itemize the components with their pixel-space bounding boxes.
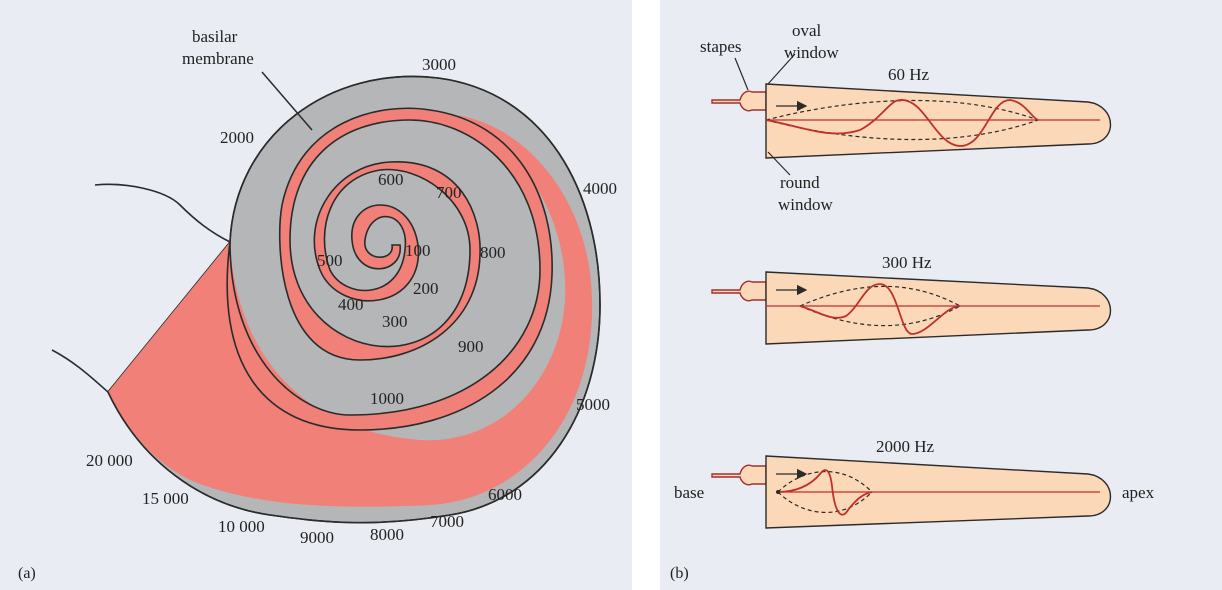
nerve-upper-line: [94, 183, 231, 243]
stapes-pointer: [734, 57, 749, 91]
freq-label-300: 300: [382, 312, 408, 331]
freq-label-600: 600: [378, 170, 404, 189]
wave-1: [765, 99, 1039, 147]
tube-2000hz: [711, 455, 1112, 529]
freq-label-9000: 9000: [300, 528, 334, 547]
tube-body-1: [765, 83, 1112, 159]
freq-label-900: 900: [458, 337, 484, 356]
spiral-outline-outer: [107, 75, 601, 524]
cochlea-spiral-diagram: basilar membrane 100 200 300 400 500 600…: [18, 27, 617, 582]
panel-b-label: (b): [670, 565, 689, 582]
tube-60hz: [711, 83, 1112, 159]
tube-frequency-label-300hz: 300 Hz: [882, 253, 932, 272]
freq-label-20000: 20 000: [86, 451, 133, 470]
freq-label-400: 400: [338, 295, 364, 314]
freq-label-8000: 8000: [370, 525, 404, 544]
freq-label-15000: 15 000: [142, 489, 189, 508]
freq-label-5000: 5000: [576, 395, 610, 414]
spiral-red-wedge: [108, 114, 593, 507]
stapes-label: stapes: [700, 37, 742, 56]
panel-a-label: (a): [18, 565, 36, 582]
stapes-shape-3: [711, 464, 767, 486]
base-label: base: [674, 483, 704, 502]
panel-a-cochlea-spiral: basilar membrane 100 200 300 400 500 600…: [0, 0, 632, 590]
spiral-outline-inner-4: [289, 168, 471, 348]
freq-label-7000: 7000: [430, 512, 464, 531]
tube-300hz: [711, 271, 1112, 345]
freq-label-2000: 2000: [220, 128, 254, 147]
freq-label-4000: 4000: [583, 179, 617, 198]
spiral-outline-inner-3: [278, 161, 481, 361]
tube-body-2: [765, 271, 1112, 345]
spiral-outline-inner-1: [226, 107, 553, 431]
tube-frequency-label-2000hz: 2000 Hz: [876, 437, 935, 456]
base-dot: [776, 490, 780, 494]
freq-label-800: 800: [480, 243, 506, 262]
freq-label-1000: 1000: [370, 389, 404, 408]
freq-label-500: 500: [317, 251, 343, 270]
apex-label: apex: [1122, 483, 1155, 502]
round-window-label-line2: window: [778, 195, 834, 214]
freq-label-3000: 3000: [422, 55, 456, 74]
oval-window-label-line1: oval: [792, 21, 822, 40]
round-window-label-line1: round: [780, 173, 820, 192]
freq-label-200: 200: [413, 279, 439, 298]
spiral-red-band: [108, 108, 553, 431]
oval-window-pointer: [767, 53, 796, 85]
stapes-shape-2: [711, 280, 767, 302]
basilar-membrane-pointer: [261, 71, 313, 131]
uncoiled-cochlea-diagram: stapes oval window round window 60 Hz 30…: [670, 21, 1155, 582]
basilar-membrane-label-line2: membrane: [182, 49, 254, 68]
basilar-membrane-label-line1: basilar: [192, 27, 238, 46]
wave-3: [777, 469, 873, 516]
oval-window-label-line2: window: [784, 43, 840, 62]
envelope-lower-3: [777, 491, 873, 514]
wave-2: [799, 283, 961, 335]
envelope-upper-3: [777, 470, 873, 493]
nerve-lower-line: [51, 349, 109, 393]
round-window-pointer: [767, 151, 791, 176]
freq-label-6000: 6000: [488, 485, 522, 504]
freq-label-10000: 10 000: [218, 517, 265, 536]
spiral-outline-inner-2: [229, 119, 541, 416]
freq-label-700: 700: [436, 183, 462, 202]
freq-label-100: 100: [405, 241, 431, 260]
stapes-shape-1: [711, 90, 767, 112]
panel-b-uncoiled-cochlea: stapes oval window round window 60 Hz 30…: [660, 0, 1222, 590]
tube-frequency-label-60hz: 60 Hz: [888, 65, 930, 84]
envelope-upper-2: [799, 285, 961, 307]
spiral-helicotrema: [351, 204, 419, 270]
envelope-lower-2: [799, 305, 961, 327]
